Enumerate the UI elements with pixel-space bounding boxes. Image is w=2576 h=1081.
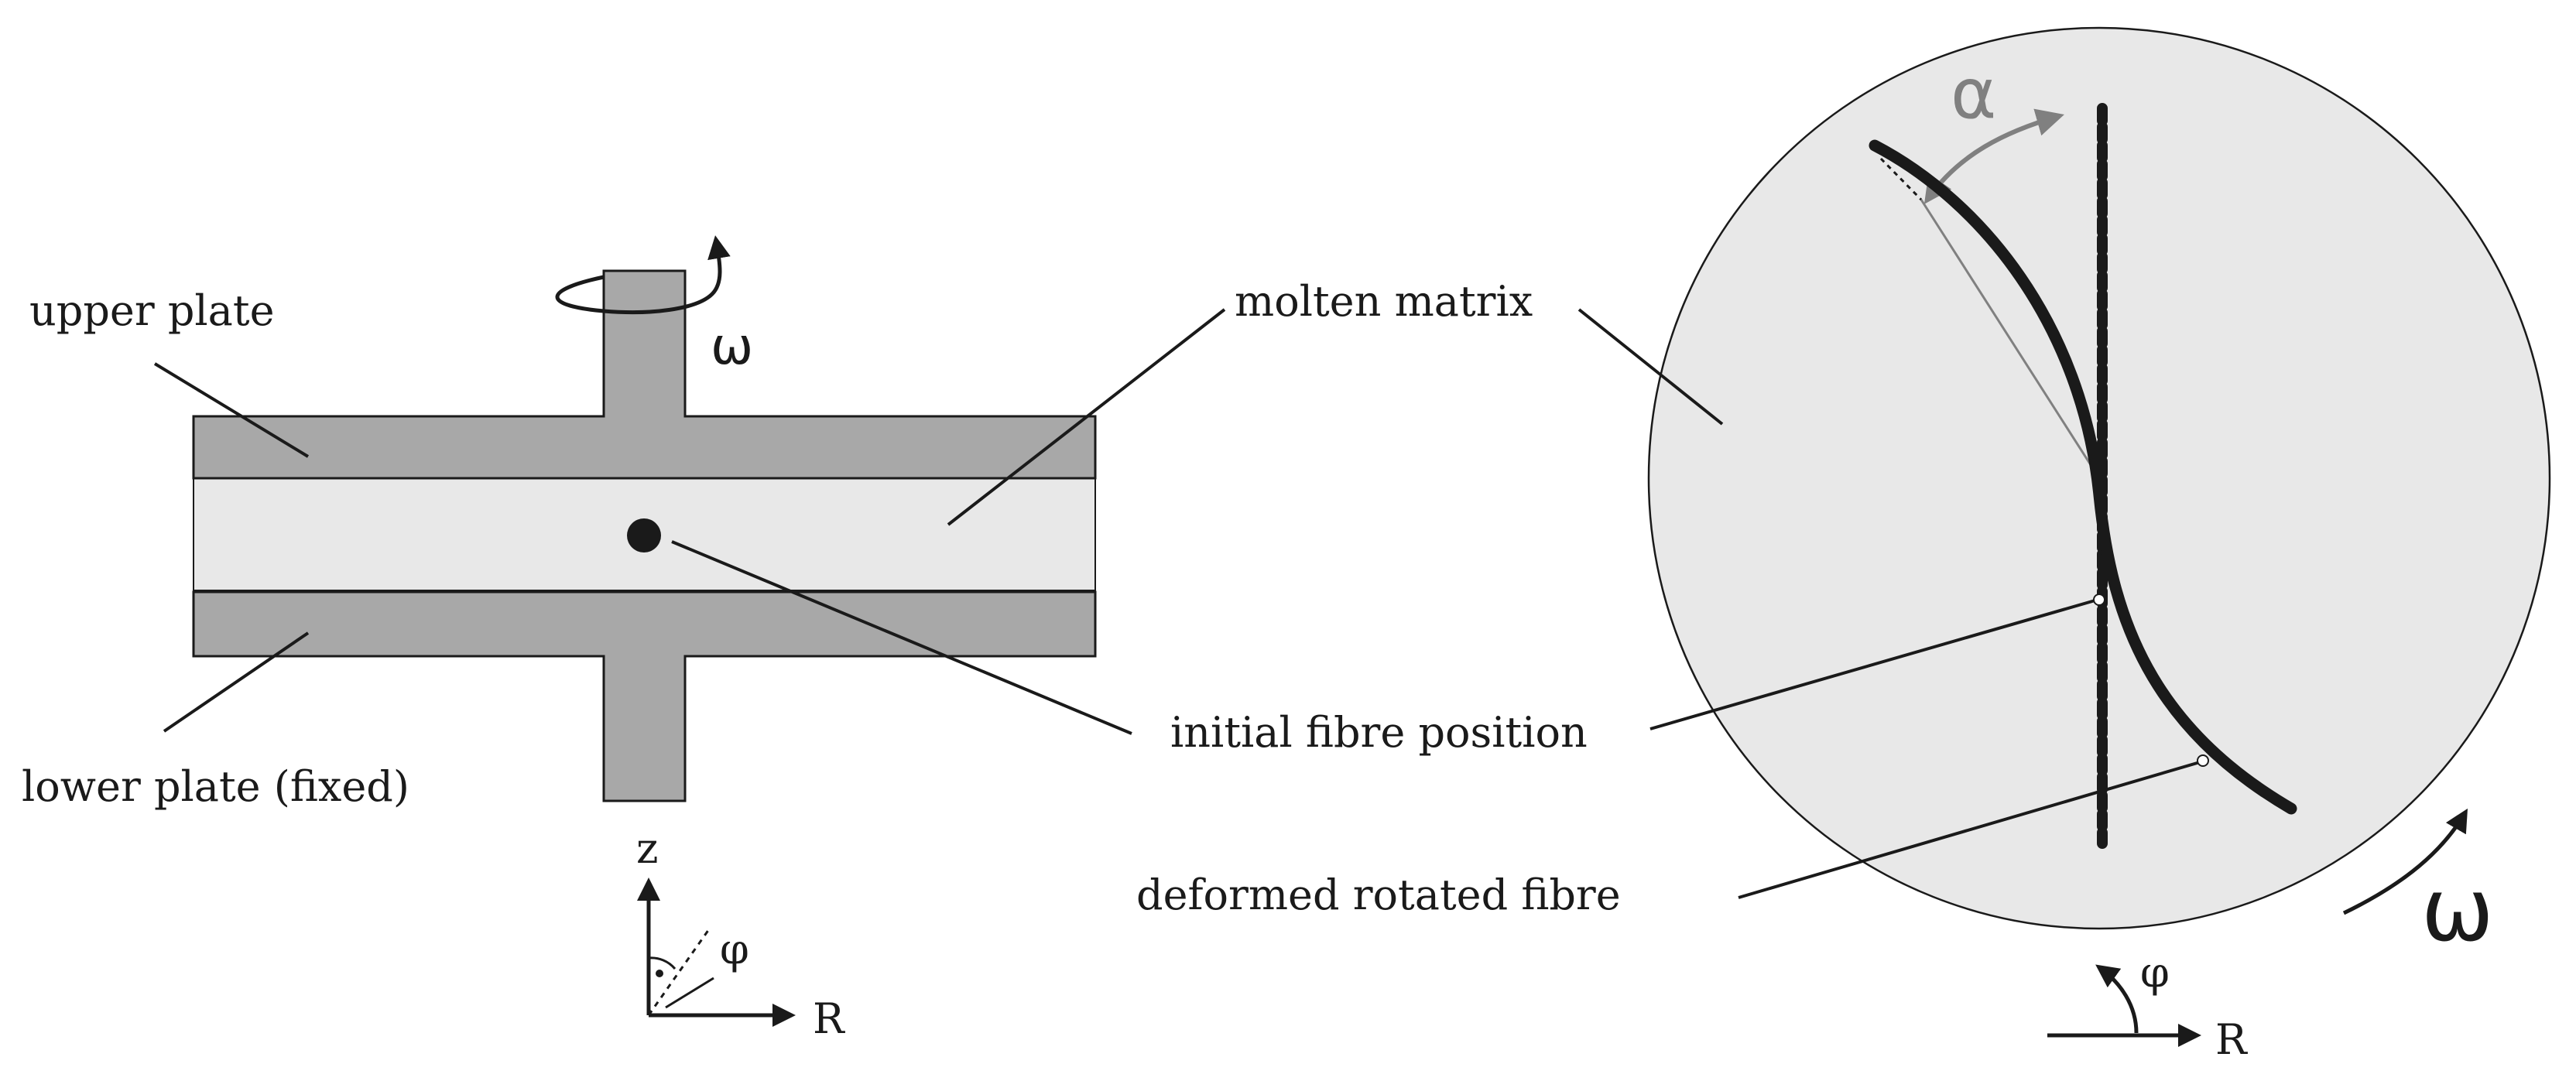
phi-left-label: φ — [720, 925, 749, 973]
lower-plate-label: lower plate (fixed) — [22, 762, 409, 811]
leader-lower-plate — [163, 631, 310, 733]
axis-R-right-label: R — [2215, 1015, 2248, 1064]
leader-upper-plate — [153, 362, 310, 458]
omega-right-symbol: ω — [2421, 860, 2494, 961]
top-view: α ω φ R — [1577, 26, 2551, 1064]
deformed-fibre — [1869, 139, 2297, 815]
rotation-arrow-left — [555, 235, 731, 315]
phi-right-label: φ — [2140, 948, 2170, 997]
leader-fibre-right — [1649, 598, 2098, 730]
leader-matrix-left — [947, 308, 1226, 526]
axis-R-left-label: R — [813, 994, 845, 1043]
axis-z-label: z — [636, 824, 658, 873]
leader-matrix-right — [1577, 308, 1724, 426]
alpha-helper-line — [1920, 199, 2101, 479]
deformed-fibre-label: deformed rotated fibre — [1136, 871, 1621, 919]
axis-gizmo-left — [637, 877, 796, 1027]
lower-plate — [192, 590, 1097, 802]
axis-gizmo-right — [2047, 964, 2201, 1047]
leader-fibre-left — [671, 540, 1132, 735]
molten-matrix-label: molten matrix — [1235, 277, 1533, 326]
omega-left-symbol: ω — [711, 316, 753, 376]
fibre-dot — [627, 518, 661, 552]
alpha-tangent-line — [1879, 157, 1923, 201]
alpha-symbol: α — [1951, 53, 1996, 135]
leader-deformed-fibre — [1738, 761, 2201, 899]
initial-fibre-label: initial fibre position — [1170, 708, 1588, 757]
rotation-arrow-right — [2342, 808, 2468, 915]
upper-plate — [192, 269, 1097, 480]
upper-plate-label: upper plate — [29, 286, 275, 335]
side-view: ω upper plate lower plate (fixed) z φ R — [22, 235, 1226, 1043]
